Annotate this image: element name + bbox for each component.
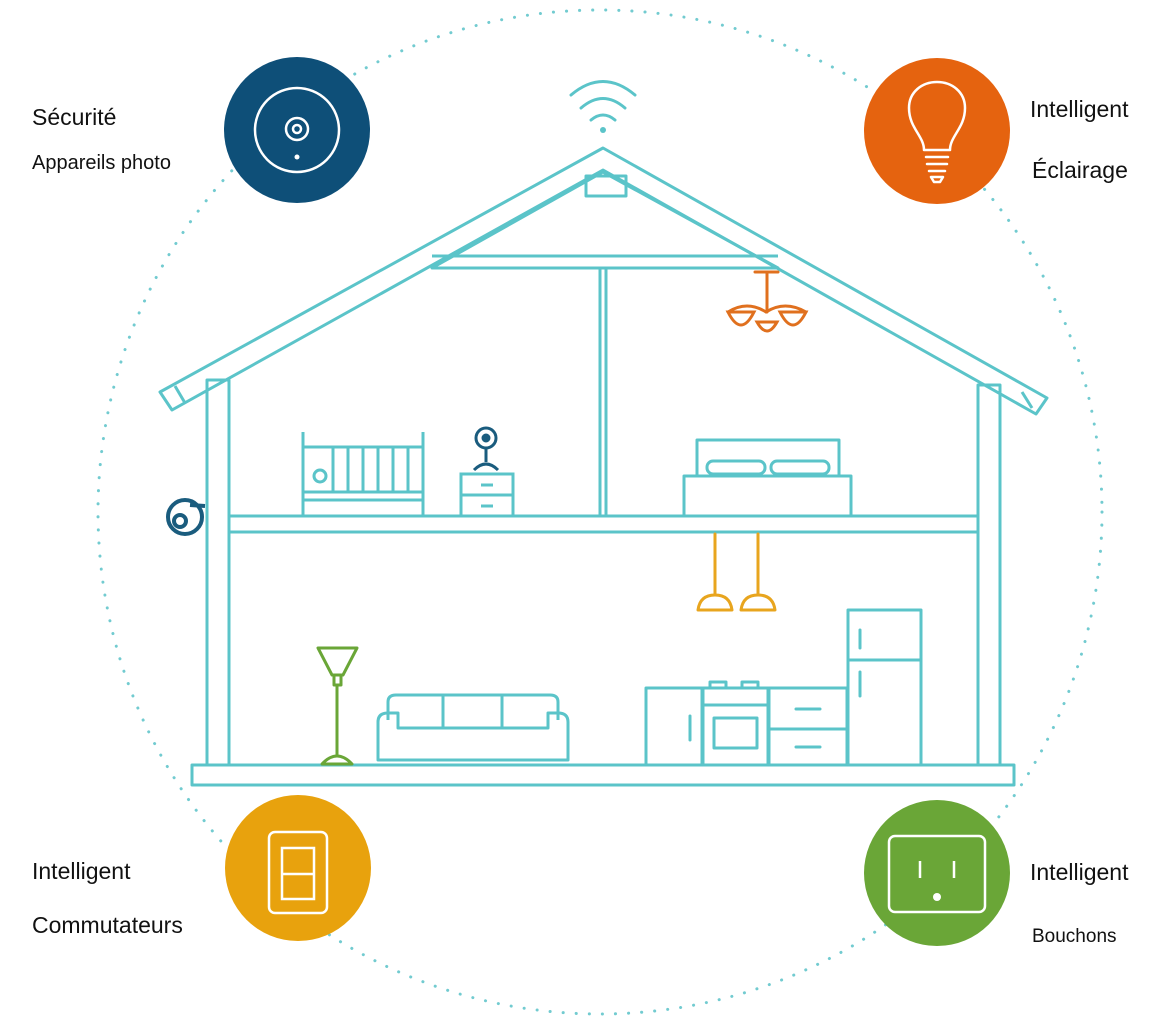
baby-monitor-camera <box>472 426 500 472</box>
light-bulb-icon <box>907 80 967 184</box>
light-switch-icon <box>267 830 329 915</box>
upper-floor <box>227 514 980 534</box>
smart-plugs-badge <box>864 800 1010 946</box>
nightstand <box>459 472 515 518</box>
right-wall <box>976 383 1002 767</box>
pendant-lights <box>696 532 777 612</box>
camera-icon <box>253 86 341 174</box>
security-label-subtitle: Appareils photo <box>32 152 171 174</box>
floor-lamp <box>316 646 359 766</box>
dotted-connection-ring <box>96 8 1104 1016</box>
switches-label-subtitle: Commutateurs <box>32 912 183 938</box>
plugs-label-title: Intelligent <box>1030 859 1129 885</box>
kitchen <box>644 608 923 767</box>
lighting-label-title: Intelligent <box>1030 96 1129 122</box>
sofa <box>376 693 570 762</box>
smart-lighting-badge <box>864 58 1010 204</box>
plugs-label-subtitle: Bouchons <box>1032 926 1117 947</box>
wall-security-camera <box>166 498 206 536</box>
switches-label-title: Intelligent <box>32 858 131 884</box>
power-outlet-icon <box>887 834 987 914</box>
roof <box>158 146 1049 416</box>
left-wall <box>205 378 231 767</box>
ground-floor <box>190 763 1016 787</box>
security-cameras-badge <box>224 57 370 203</box>
lighting-label-subtitle: Éclairage <box>1032 157 1128 183</box>
security-label-title: Sécurité <box>32 104 117 130</box>
crib <box>301 432 425 518</box>
bed <box>682 438 853 518</box>
wifi-icon <box>569 80 637 133</box>
smart-switches-badge <box>225 795 371 941</box>
house-structure <box>158 146 1049 787</box>
chandelier <box>725 270 809 333</box>
